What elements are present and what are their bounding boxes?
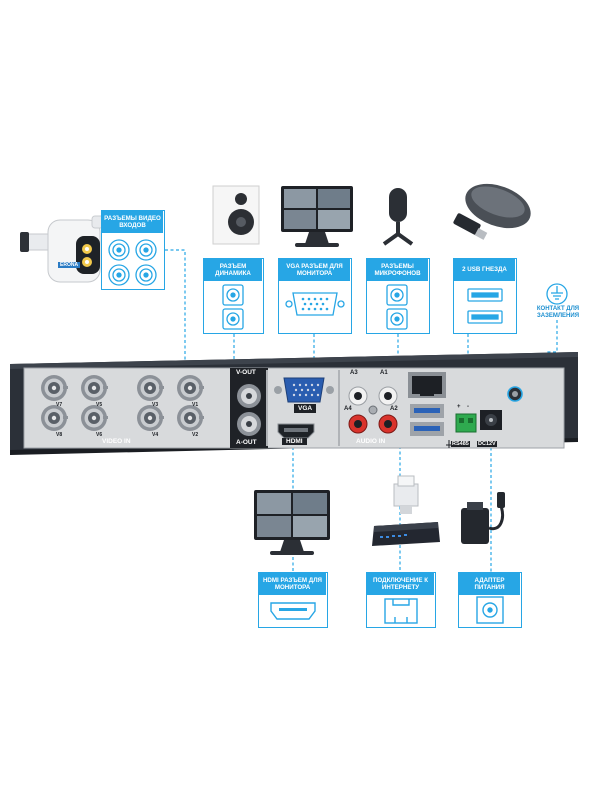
bnc-connector xyxy=(137,405,164,431)
microphone-icon xyxy=(382,188,414,246)
dc12v-text: DC12V xyxy=(477,441,497,447)
lan-port-icon xyxy=(384,598,418,624)
ground-icon xyxy=(546,283,568,305)
bnc-jack-icons xyxy=(108,239,157,286)
bnc-connector xyxy=(137,375,164,401)
line-video-inputs xyxy=(165,249,186,392)
rca-jack-icons xyxy=(222,284,244,330)
v-out-a-out-connectors xyxy=(237,384,261,436)
microphones-label: РАЗЪЕМЫ МИКРОФОНОВ xyxy=(367,259,428,281)
power-adapter-icon xyxy=(461,492,505,544)
internet-label: ПОДКЛЮЧЕНИЕ К ИНТЕРНЕТУ xyxy=(367,573,434,595)
rs485-terminal xyxy=(455,413,477,433)
a4-text: A4 xyxy=(344,406,352,412)
line-ground xyxy=(516,320,558,393)
bnc-label-v3: V3 xyxy=(152,402,159,408)
vga-port-icon xyxy=(285,292,345,316)
internet-box: ПОДКЛЮЧЕНИЕ К ИНТЕРНЕТУ xyxy=(366,572,436,628)
usb-box: 2 USB ГНЕЗДА xyxy=(453,258,517,334)
v-out-text: V-OUT xyxy=(236,369,256,376)
video-inputs-box: РАЗЪЕМЫ ВИДЕО ВХОДОВ xyxy=(101,210,165,290)
ground-screw xyxy=(507,386,523,402)
video-inputs-label: РАЗЪЕМЫ ВИДЕО ВХОДОВ xyxy=(102,211,163,233)
usb-label: 2 USB ГНЕЗДА xyxy=(454,259,515,281)
hdmi-port xyxy=(277,423,315,439)
vga-port xyxy=(274,377,334,403)
bnc-connector xyxy=(81,375,108,401)
speaker-label: РАЗЪЕМ ДИНАМИКА xyxy=(204,259,262,281)
a2-text: A2 xyxy=(390,406,398,412)
mic-jack-icons xyxy=(386,284,408,330)
bnc-label-v7: V7 xyxy=(56,402,63,408)
vga-box: VGA РАЗЪЕМ ДЛЯ МОНИТОРА xyxy=(278,258,352,334)
video-in-text: VIDEO IN xyxy=(102,438,131,445)
bnc-connectors xyxy=(41,375,204,431)
bnc-label-v6: V6 xyxy=(96,432,103,438)
a1-text: A1 xyxy=(380,370,388,376)
a-out-text: A-OUT xyxy=(236,439,257,446)
hdmi-label: HDMI РАЗЪЕМ ДЛЯ МОНИТОРА xyxy=(259,573,326,595)
dvr-device: VIDEO IN V-OUT A-OUT VGA HDMI AUDIO IN A… xyxy=(10,352,580,456)
rs485-plus: + xyxy=(457,404,461,410)
lan-usb-ports xyxy=(408,372,452,448)
speaker-box: РАЗЪЕМ ДИНАМИКА xyxy=(203,258,264,334)
rs485-minus: - xyxy=(467,404,469,410)
hdmi-text: HDMI xyxy=(282,438,307,445)
camera-brand: ERONA xyxy=(58,262,81,268)
hdmi-port-icon xyxy=(270,602,316,620)
usb-port-icons xyxy=(467,288,503,324)
bnc-connector xyxy=(41,375,68,401)
bnc-label-v5: V5 xyxy=(96,402,103,408)
bnc-label-v2: V2 xyxy=(192,432,199,438)
bnc-connector xyxy=(177,405,204,431)
bnc-label-v1: V1 xyxy=(192,402,199,408)
power-label: АДАПТЕР ПИТАНИЯ xyxy=(459,573,520,595)
rs485-text: RS485 xyxy=(451,441,470,447)
dc12v-port xyxy=(480,410,502,430)
network-switch-icon xyxy=(372,522,440,546)
power-box: АДАПТЕР ПИТАНИЯ xyxy=(458,572,522,628)
vga-monitor-icon xyxy=(281,186,353,247)
audio-in-text: AUDIO IN xyxy=(356,438,386,445)
mouse-icon xyxy=(453,183,531,240)
hdmi-box: HDMI РАЗЪЕМ ДЛЯ МОНИТОРА xyxy=(258,572,328,628)
a3-text: A3 xyxy=(350,370,358,376)
bnc-label-v4: V4 xyxy=(152,432,159,438)
ground-label: КОНТАКТ ДЛЯ ЗАЗЕМЛЕНИЯ xyxy=(536,306,580,319)
bnc-connector xyxy=(177,375,204,401)
vga-text: VGA xyxy=(294,404,317,413)
bnc-connector xyxy=(41,405,68,431)
microphones-box: РАЗЪЕМЫ МИКРОФОНОВ xyxy=(366,258,430,334)
speaker-icon xyxy=(212,185,260,245)
ethernet-plug-icon xyxy=(393,475,419,514)
vga-label: VGA РАЗЪЕМ ДЛЯ МОНИТОРА xyxy=(279,259,350,281)
camera-icon xyxy=(20,215,107,283)
bnc-connector xyxy=(81,405,108,431)
hdmi-monitor-icon xyxy=(254,490,330,555)
bnc-label-v8: V8 xyxy=(56,432,63,438)
dc-jack-icon xyxy=(476,596,504,624)
audio-in-connectors xyxy=(348,386,398,434)
